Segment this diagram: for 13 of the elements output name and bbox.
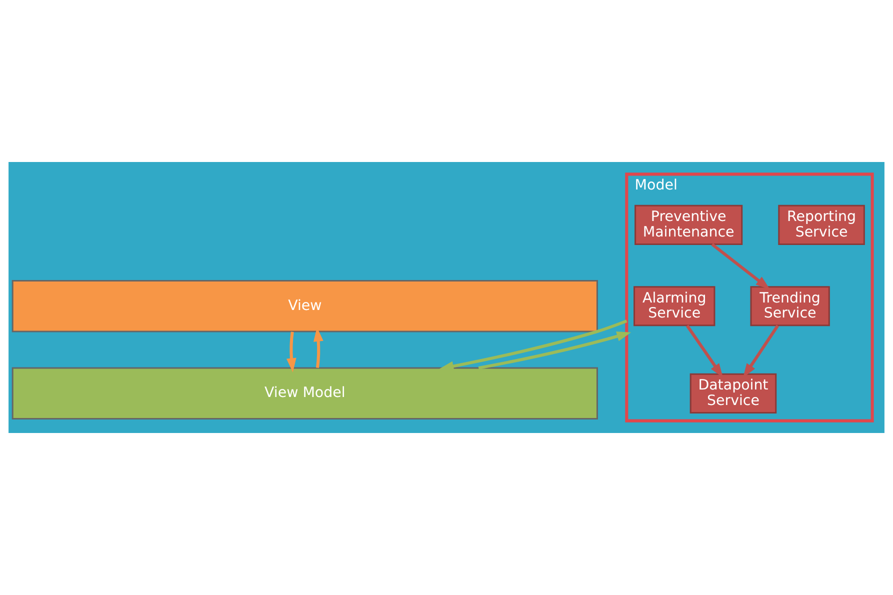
node-box: Reporting Service (778, 204, 865, 245)
node-box: Preventive Maintenance (634, 204, 743, 245)
arrow (686, 324, 724, 378)
arrow (742, 324, 779, 378)
node-box: View (12, 280, 598, 332)
node-box: Alarming Service (634, 286, 716, 326)
node-box: Datapoint Service (690, 373, 777, 414)
arrow (286, 332, 296, 372)
arrow (478, 332, 632, 370)
node-box: Trending Service (750, 286, 830, 326)
node-box: View Model (12, 367, 598, 420)
arrow (711, 243, 770, 290)
arrow (439, 320, 628, 372)
